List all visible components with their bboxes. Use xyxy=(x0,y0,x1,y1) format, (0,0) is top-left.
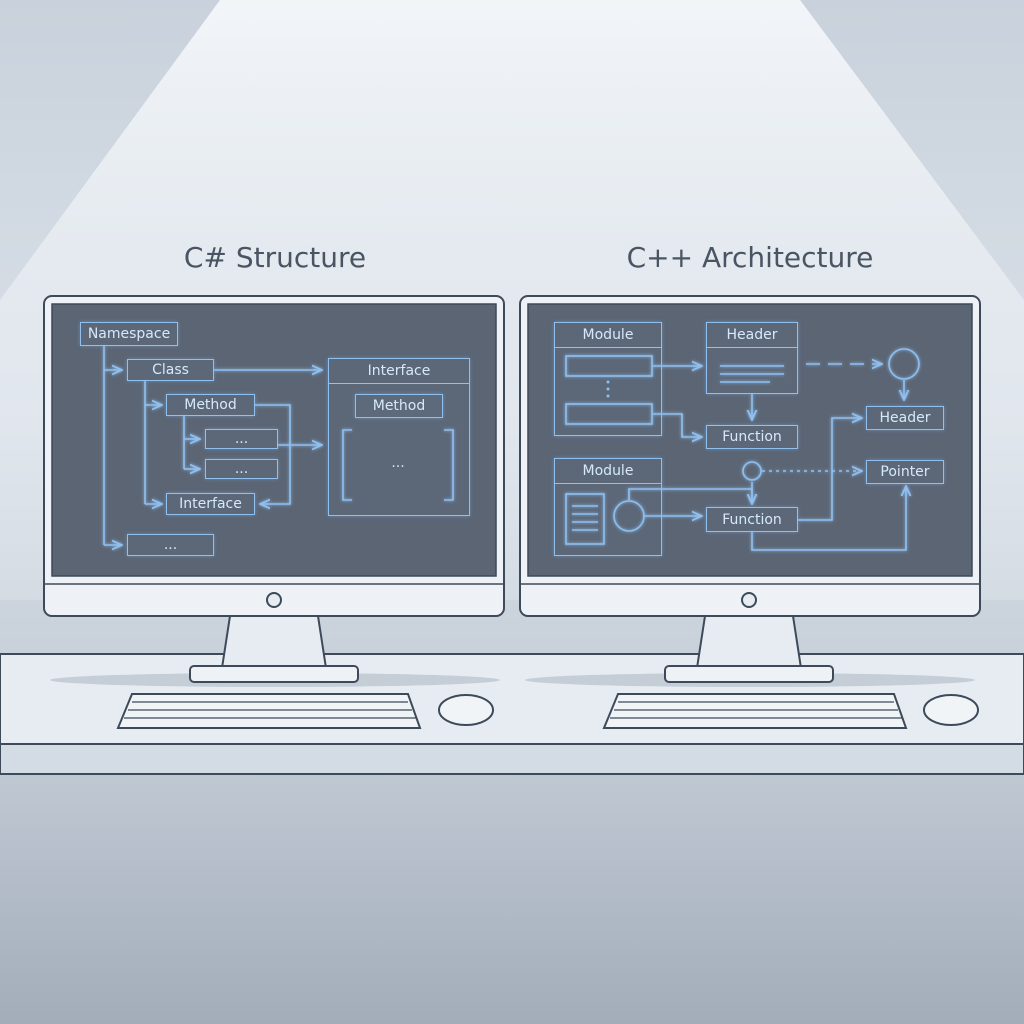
interface-child-node: Interface xyxy=(166,493,255,515)
function-node-2: Function xyxy=(706,507,798,532)
left-mouse xyxy=(438,694,494,726)
right-diagram-connectors xyxy=(565,348,920,551)
ellipsis-node-3: ... xyxy=(127,534,214,556)
module-node-2: Module xyxy=(554,458,662,556)
function-node-1: Function xyxy=(706,425,798,449)
namespace-node: Namespace xyxy=(80,322,178,346)
right-mouse xyxy=(923,694,979,726)
interface-node-title: Interface xyxy=(329,359,469,384)
right-power-button xyxy=(741,592,757,608)
header-node-2: Header xyxy=(866,406,944,430)
ellipsis-node-2: ... xyxy=(205,459,278,479)
ellipsis-node-1: ... xyxy=(205,429,278,449)
method-node: Method xyxy=(166,394,255,416)
interface-node: Interface xyxy=(328,358,470,516)
desk-front xyxy=(0,743,1024,775)
interface-method-node: Method xyxy=(355,394,443,418)
right-keyboard xyxy=(602,693,908,729)
class-node: Class xyxy=(127,359,214,381)
right-stand-neck xyxy=(695,615,803,669)
module-node-1: Module xyxy=(554,322,662,436)
interface-body-ellipsis: ... xyxy=(391,455,405,471)
pointer-node: Pointer xyxy=(866,460,944,484)
right-vertical-dots xyxy=(606,380,610,398)
module-node-1-title: Module xyxy=(555,323,661,348)
left-power-button xyxy=(266,592,282,608)
left-stand-neck xyxy=(220,615,328,669)
left-monitor xyxy=(43,295,505,683)
left-keyboard xyxy=(116,693,422,729)
left-diagram-connectors xyxy=(103,346,454,545)
header-node-1: Header xyxy=(706,322,798,394)
right-stand-base xyxy=(664,665,834,683)
header-node-1-title: Header xyxy=(707,323,797,348)
module-node-2-title: Module xyxy=(555,459,661,484)
left-stand-base xyxy=(189,665,359,683)
left-monitor-title: C# Structure xyxy=(183,241,367,274)
right-monitor-title: C++ Architecture xyxy=(626,241,874,274)
